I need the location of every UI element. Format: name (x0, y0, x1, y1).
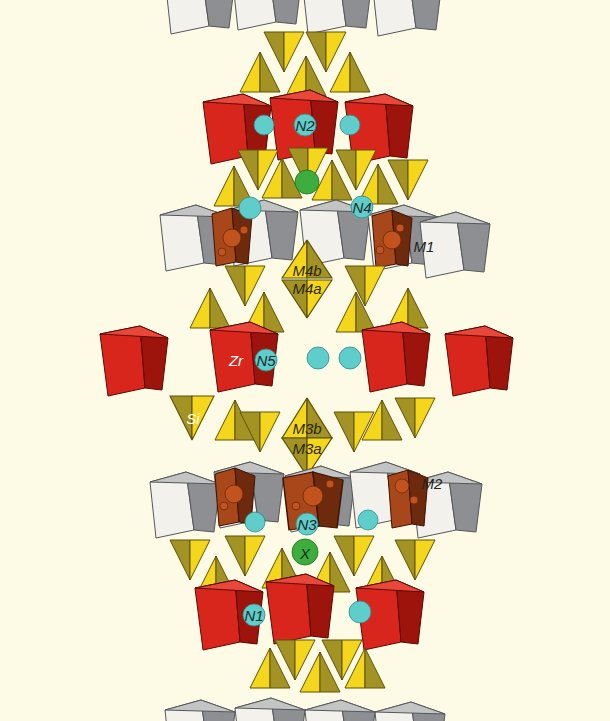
cation-balls (243, 601, 371, 626)
tetrahedra-layer (240, 32, 370, 96)
tetrahedra-layer (170, 396, 435, 476)
octahedra-layer (165, 698, 445, 721)
atom-label: M3a (292, 441, 321, 456)
atom-label: Si (186, 411, 199, 426)
atom-label: N1 (244, 608, 263, 623)
atom-label: X (300, 546, 310, 561)
cation-balls (255, 347, 361, 371)
octahedra-layer (195, 574, 424, 650)
atom-label: N4 (352, 200, 371, 215)
cation-balls (254, 114, 360, 136)
atom-label: N2 (295, 118, 314, 133)
anion-ball (295, 170, 319, 194)
tetrahedra-layer (190, 240, 428, 332)
octahedra-layer (150, 462, 482, 538)
octahedra-layer (165, 0, 442, 36)
cation-balls (220, 479, 418, 510)
anion-ball (292, 539, 318, 565)
tetrahedra-layer (250, 640, 385, 692)
atom-label: M3b (292, 421, 321, 436)
atom-label: N3 (297, 517, 316, 532)
atom-label: M4a (292, 281, 321, 296)
octahedra-layer (100, 322, 513, 396)
atom-label: N5 (256, 353, 275, 368)
cation-balls (239, 196, 373, 219)
atom-label: M2 (422, 476, 443, 491)
atom-label: M4b (292, 263, 321, 278)
atom-label: M1 (414, 239, 435, 254)
atom-label: Zr (229, 353, 243, 368)
cation-balls (245, 510, 378, 535)
octahedra-layer (160, 200, 490, 278)
